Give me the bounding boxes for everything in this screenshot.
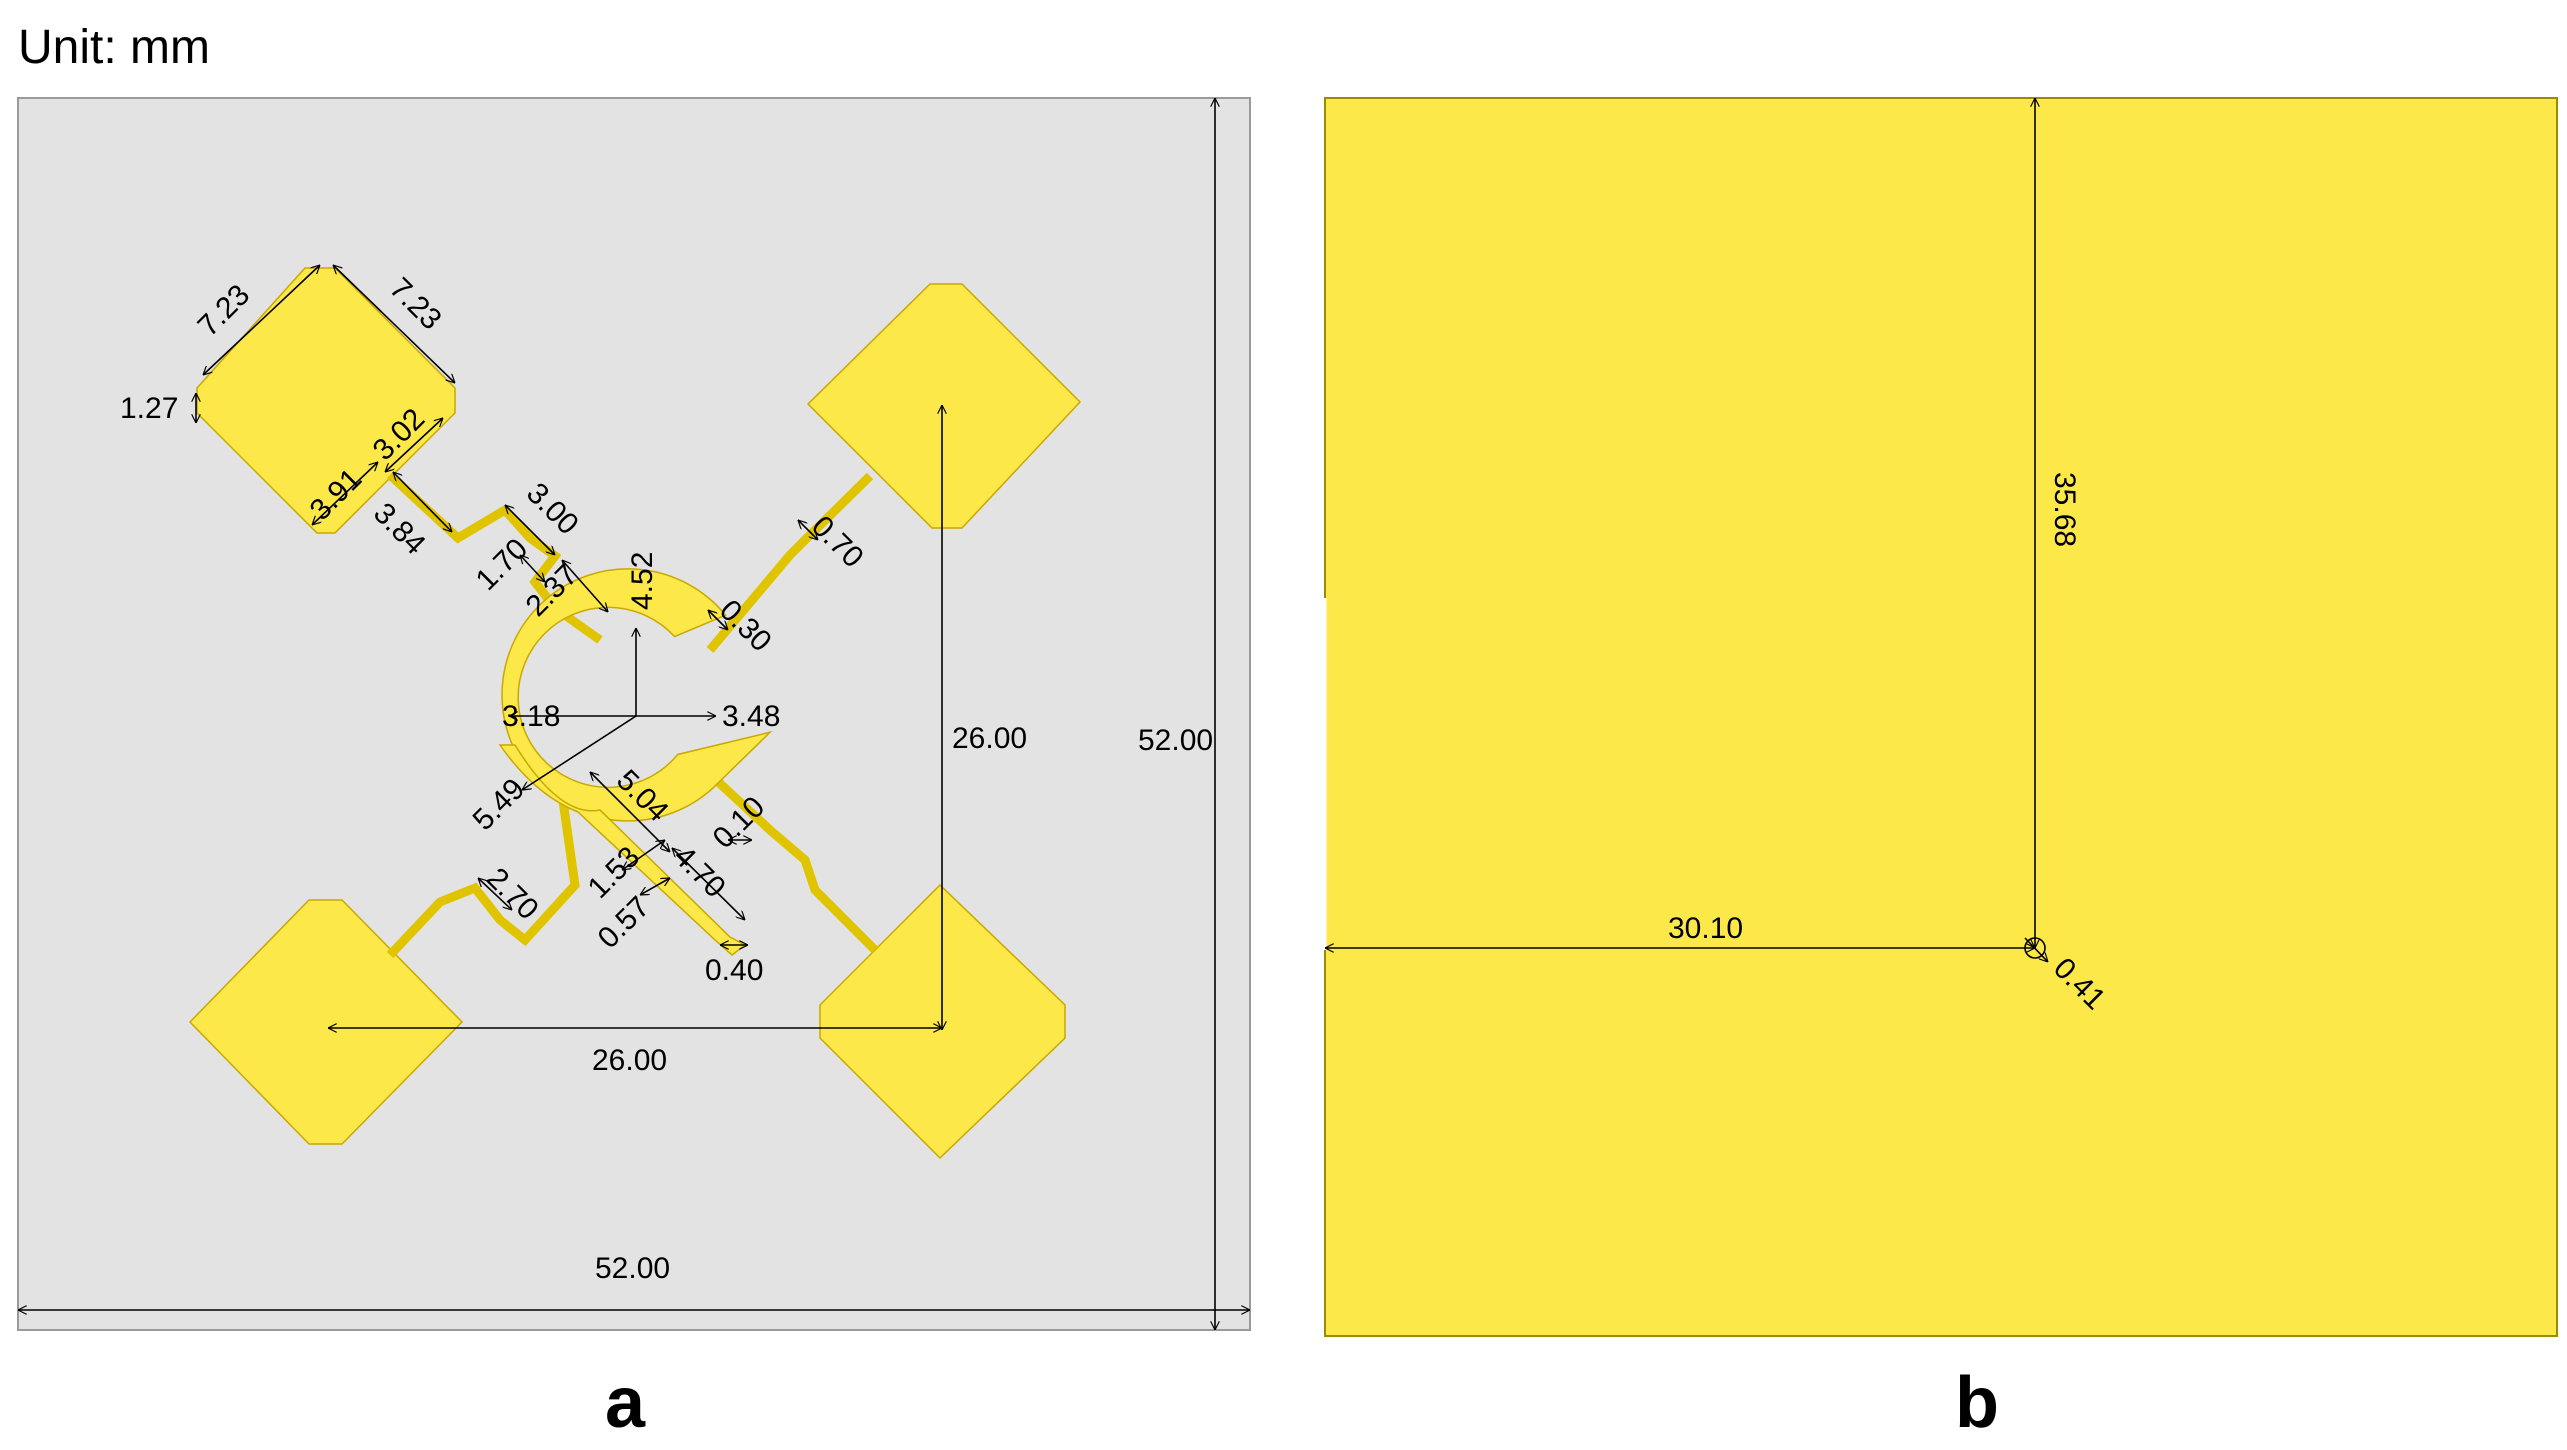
dim-4-52: 4.52 (626, 552, 659, 610)
patch-bottom-left (188, 899, 464, 1145)
dim-board-width: 52.00 (595, 1252, 670, 1285)
unit-label: Unit: mm (18, 21, 210, 74)
feed-line-bottom-right (696, 761, 879, 954)
dim-spacing-vertical: 26.00 (952, 722, 1027, 755)
dim-0-40: 0.40 (705, 954, 763, 987)
panel-label-b: b (1955, 1363, 1999, 1443)
dim-spacing-horizontal: 26.00 (592, 1044, 667, 1077)
dim-3-18: 3.18 (502, 700, 560, 733)
panel-a-top-layer: 52.00 52.00 26.00 26.00 7.23 7.23 1.27 3… (17, 97, 1251, 1331)
dim-board-height: 52.00 (1138, 724, 1213, 757)
dim-3-48: 3.48 (722, 700, 780, 733)
substrate-board (17, 97, 1251, 1331)
panel-label-a: a (605, 1363, 646, 1443)
dim-35-68: 35.68 (2048, 472, 2081, 547)
feed-line-bottom-left (386, 779, 580, 959)
dimension-lines-b (1325, 98, 2048, 962)
panel-b-ground-plane: 35.68 30.10 0.41 (1323, 97, 2558, 1337)
feed-line-top-right (706, 472, 874, 653)
dim-patch-chamfer: 1.27 (120, 392, 178, 425)
dim-30-10: 30.10 (1668, 912, 1743, 945)
ground-plane (1324, 97, 2558, 1337)
dimension-lines-a (18, 98, 1250, 1330)
